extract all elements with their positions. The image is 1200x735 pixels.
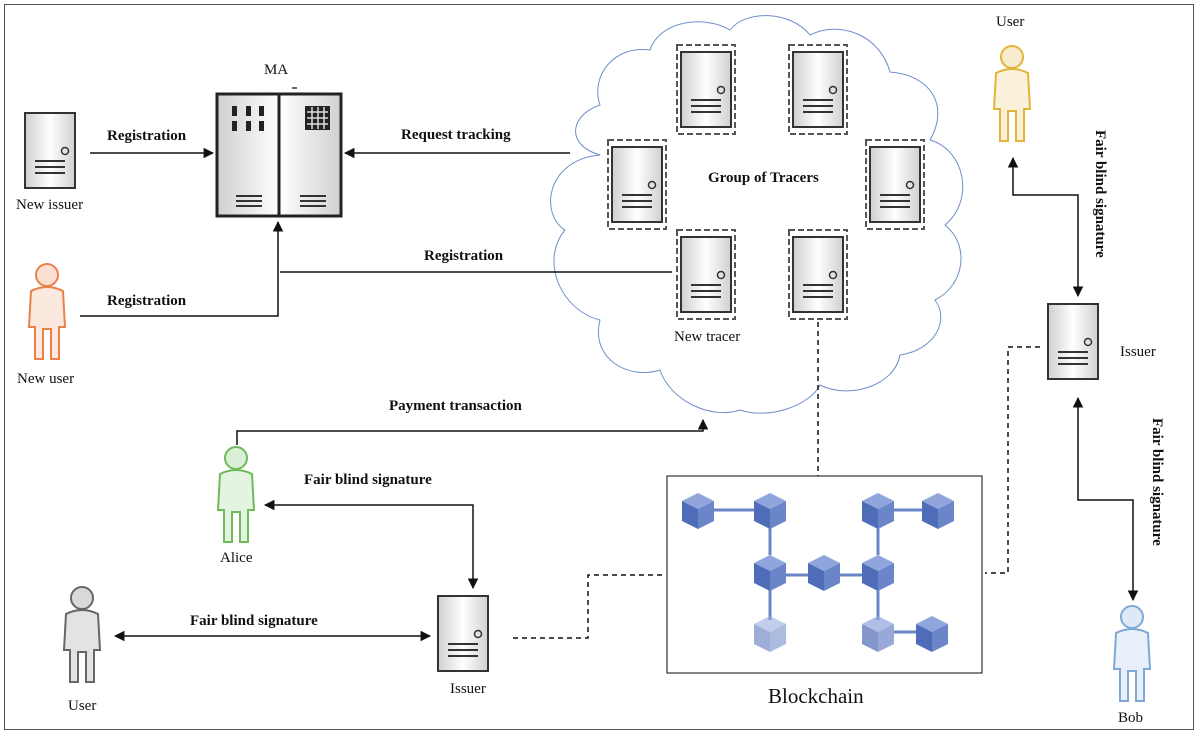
edge-label-fbs-user-top: Fair blind signature: [1092, 130, 1108, 258]
diagram-frame: [4, 4, 1194, 730]
user-bottom-label: User: [68, 698, 97, 714]
edge-label-reg-issuer: Registration: [107, 128, 187, 144]
new-issuer-server-icon: [24, 112, 76, 189]
ma-server-icon: [215, 87, 343, 218]
cloud-icon: [550, 15, 964, 414]
bob-label: Bob: [1118, 710, 1144, 726]
edge-fbs-bob: [1072, 396, 1139, 602]
blockchain-icon: [682, 493, 954, 652]
issuer-bottom-label: Issuer: [450, 681, 486, 697]
new-issuer-label: New issuer: [16, 197, 84, 213]
new-user-person-icon: [28, 263, 66, 360]
dashed-link-issuer-right: [985, 346, 1040, 574]
alice-label: Alice: [220, 550, 253, 566]
user-top-label: User: [996, 14, 1025, 30]
edge-label-reg-user: Registration: [107, 293, 187, 309]
alice-person-icon: [217, 446, 255, 543]
edge-fbs-alice: [263, 499, 479, 590]
blockchain-label: Blockchain: [768, 684, 864, 708]
user-bottom-person-icon: [63, 586, 101, 683]
ma-label: MA: [264, 62, 289, 78]
edge-label-fbs-user: Fair blind signature: [190, 613, 318, 629]
issuer-right-label: Issuer: [1120, 344, 1156, 360]
edge-payment: [236, 418, 709, 445]
issuer-bottom-server-icon: [437, 595, 489, 672]
edge-reg-user: [80, 220, 284, 317]
edge-label-request-tracking: Request tracking: [401, 127, 511, 143]
edge-fbs-user-top: [1007, 156, 1084, 298]
edge-label-fbs-alice: Fair blind signature: [304, 472, 432, 488]
edge-label-payment: Payment transaction: [389, 398, 522, 414]
group-of-tracers-label: Group of Tracers: [708, 170, 819, 186]
edge-label-reg-tracer: Registration: [424, 248, 504, 264]
tracer-servers: [607, 44, 925, 320]
bob-person-icon: [1113, 605, 1151, 702]
edge-label-fbs-bob: Fair blind signature: [1149, 418, 1165, 546]
user-top-person-icon: [993, 45, 1031, 142]
issuer-right-server-icon: [1047, 303, 1099, 380]
new-user-label: New user: [17, 371, 75, 387]
new-tracer-label: New tracer: [674, 329, 741, 345]
dashed-link-issuer-bottom: [513, 574, 665, 639]
